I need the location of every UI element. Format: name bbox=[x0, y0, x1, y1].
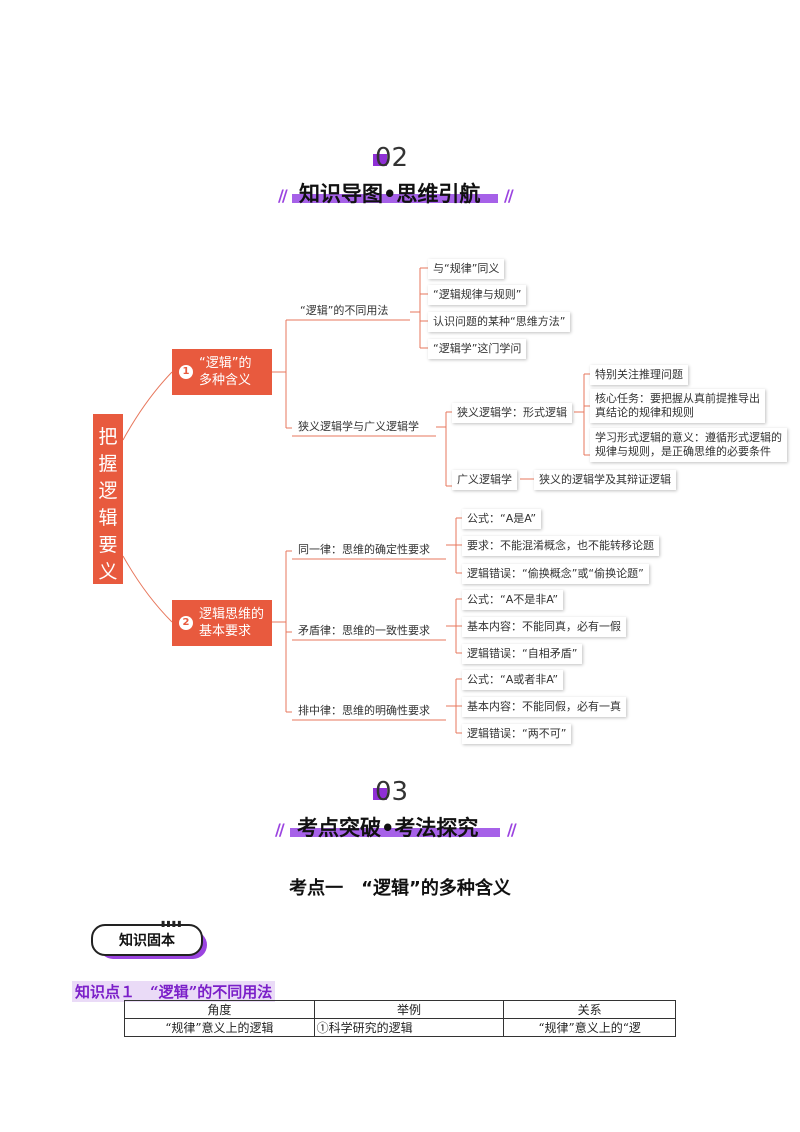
badge-frame bbox=[91, 924, 203, 956]
mindmap-leaf: 基本内容：不能同假，必有一真 bbox=[462, 697, 626, 717]
branch-number-badge: 2 bbox=[179, 616, 193, 630]
badge-label: 知识固本 bbox=[119, 933, 175, 949]
mindmap-leaf: 特别关注推理问题 bbox=[590, 365, 688, 385]
mindmap-leaf: 认识问题的某种“思维方法” bbox=[428, 312, 571, 332]
table-header-row: 角度 举例 关系 bbox=[124, 1000, 676, 1019]
slash-decoration-left: // bbox=[275, 820, 285, 839]
mindmap-leaf: 逻辑错误：“自相矛盾” bbox=[462, 644, 583, 664]
topic-heading: 考点一 “逻辑”的多种含义 bbox=[289, 878, 511, 899]
table-header-cell: 关系 bbox=[503, 1000, 676, 1019]
section-title-underline bbox=[292, 194, 498, 203]
mindmap-leaf-multiline: 核心任务：要把握从真前提推导出 真结论的规律和规则 bbox=[590, 389, 765, 423]
mindmap-node-law-identity: 同一律：思维的确定性要求 bbox=[298, 543, 430, 556]
mindmap-leaf: 公式：“A或者非A” bbox=[462, 670, 564, 690]
mindmap-branch-1: 1 “逻辑”的 多种含义 bbox=[172, 349, 272, 395]
mindmap-node-logic-types: 狭义逻辑学与广义逻辑学 bbox=[298, 420, 419, 433]
mindmap-leaf: 逻辑错误：“偷换概念”或“偷换论题” bbox=[462, 564, 649, 584]
mindmap-node-usage: “逻辑”的不同用法 bbox=[300, 304, 389, 317]
table-cell: ①科学研究的逻辑 bbox=[313, 1018, 505, 1037]
slash-decoration-right: // bbox=[507, 820, 517, 839]
section-title-underline bbox=[290, 828, 500, 837]
mindmap-leaf: 公式：“A是A” bbox=[462, 509, 542, 529]
section-number-block bbox=[373, 788, 387, 800]
branch-2-label-line1: 逻辑思维的 bbox=[199, 607, 265, 622]
slash-decoration-left: // bbox=[278, 186, 288, 205]
mindmap-leaf: 基本内容：不能同真，必有一假 bbox=[462, 617, 626, 637]
table-row: “规律”意义上的逻辑 ①科学研究的逻辑 “规律”意义上的“逻 bbox=[124, 1018, 676, 1037]
table-cell: “规律”意义上的逻辑 bbox=[124, 1018, 315, 1037]
mindmap-node-law-excluded-middle: 排中律：思维的明确性要求 bbox=[298, 704, 430, 717]
mindmap-node-broad-logic: 广义逻辑学 bbox=[452, 470, 517, 490]
knowledge-badge: ▮▮▮▮ 知识固本 bbox=[91, 919, 207, 959]
mindmap-leaf: 公式：“A不是非A” bbox=[462, 590, 564, 610]
mindmap-node-law-contradiction: 矛盾律：思维的一致性要求 bbox=[298, 624, 430, 637]
knowledge-point-heading: 知识点１ “逻辑”的不同用法 bbox=[72, 981, 276, 1002]
badge-binder-rings: ▮▮▮▮ bbox=[161, 919, 183, 928]
branch-1-label-line1: “逻辑”的 bbox=[199, 356, 252, 371]
slash-decoration-right: // bbox=[504, 186, 514, 205]
section-number-03: 03 bbox=[373, 777, 409, 807]
mindmap-leaf: “逻辑规律与规则” bbox=[428, 285, 527, 305]
mindmap-leaf: 要求：不能混淆概念，也不能转移论题 bbox=[462, 536, 659, 556]
mindmap-root-label: 把握逻辑要义 bbox=[98, 426, 118, 583]
branch-2-label-line2: 基本要求 bbox=[199, 624, 252, 639]
mindmap-node-narrow-logic: 狭义逻辑学：形式逻辑 bbox=[452, 403, 572, 423]
mindmap-connectors bbox=[122, 267, 590, 734]
table-header-cell: 角度 bbox=[124, 1000, 315, 1019]
section-title: 知识导图•思维引航 bbox=[299, 182, 481, 206]
branch-number-badge: 1 bbox=[179, 365, 193, 379]
table-header-cell: 举例 bbox=[313, 1000, 505, 1019]
mindmap-leaf: 与“规律”同义 bbox=[428, 259, 505, 279]
mindmap-root: 把握逻辑要义 bbox=[93, 414, 123, 584]
mindmap-branch-2: 2 逻辑思维的 基本要求 bbox=[172, 600, 272, 646]
section-number-block bbox=[373, 154, 387, 166]
table-cell: “规律”意义上的“逻 bbox=[503, 1018, 676, 1037]
mindmap-leaf: 逻辑错误：“两不可” bbox=[462, 724, 572, 744]
branch-1-label-line2: 多种含义 bbox=[199, 373, 252, 388]
mindmap-leaf: “逻辑学”这门学问 bbox=[428, 339, 527, 359]
section-number-02: 02 bbox=[373, 143, 409, 173]
mindmap-leaf-multiline: 学习形式逻辑的意义：遵循形式逻辑的 规律与规则，是正确思维的必要条件 bbox=[590, 428, 787, 462]
knowledge-table: 角度 举例 关系 “规律”意义上的逻辑 ①科学研究的逻辑 “规律”意义上的“逻 bbox=[124, 1000, 676, 1037]
section-title: 考点突破•考法探究 bbox=[297, 816, 479, 840]
mindmap-leaf: 狭义的逻辑学及其辩证逻辑 bbox=[534, 470, 676, 490]
